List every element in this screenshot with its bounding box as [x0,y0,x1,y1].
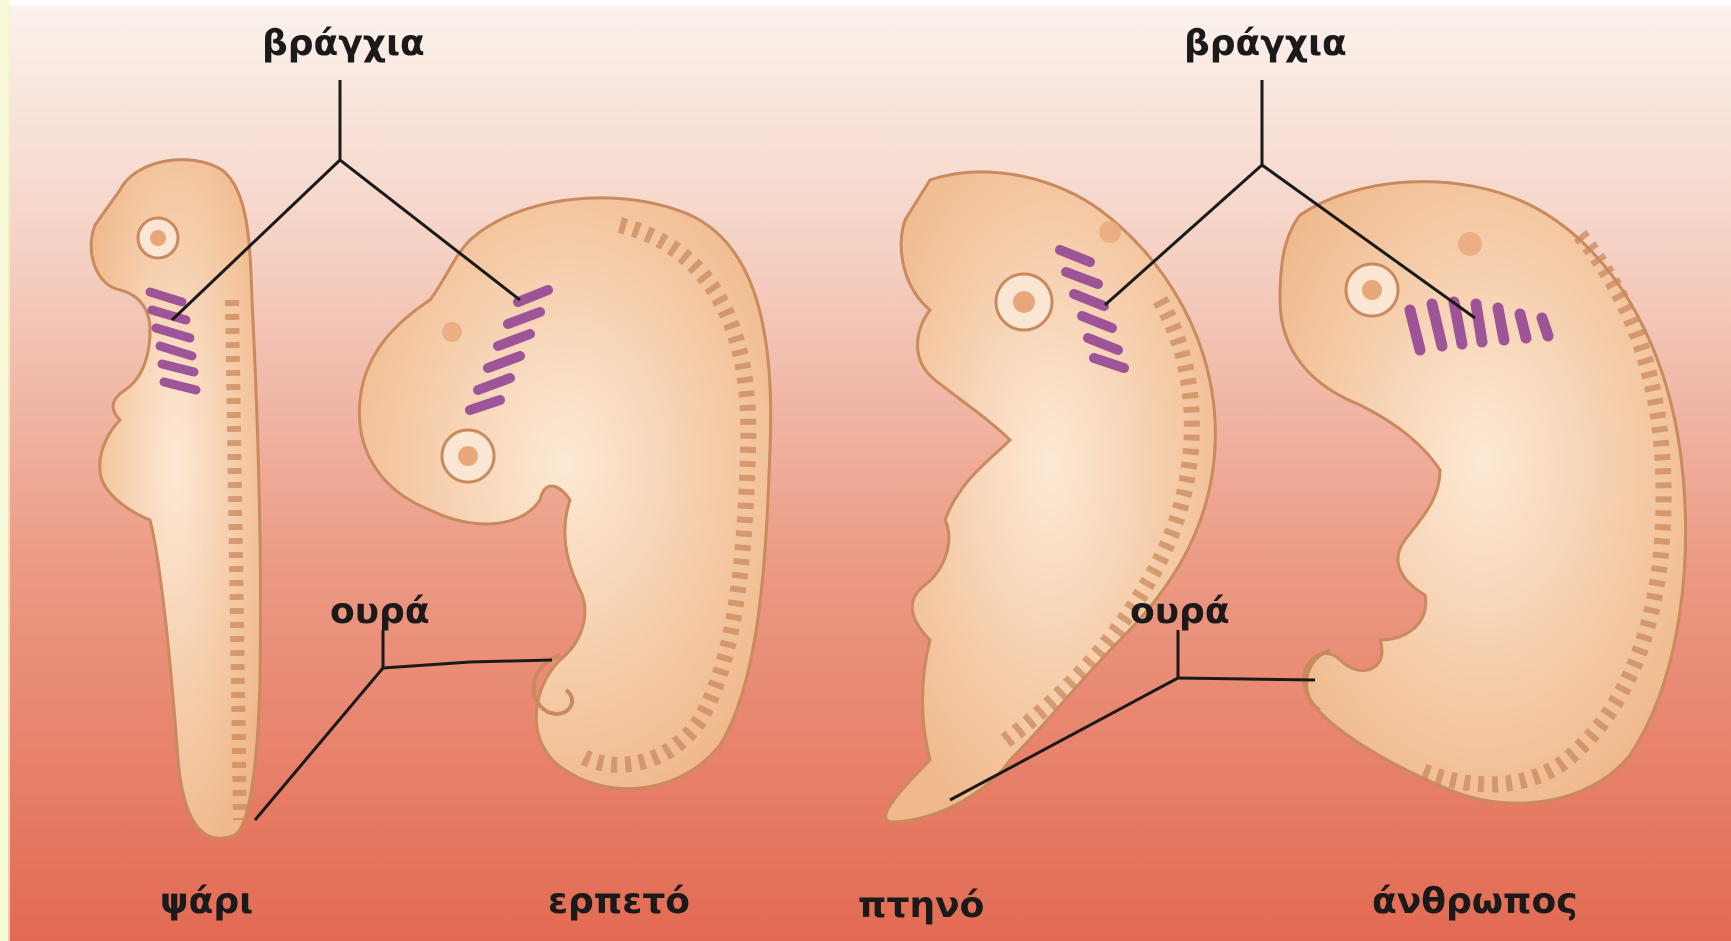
label-gills-left: βράγχια [262,26,425,62]
label-reptile: ερπετό [548,884,690,920]
tail-right-to-human [1178,678,1315,680]
left-edge-strip [0,0,10,941]
label-gills-right: βράγχια [1184,26,1347,62]
label-fish: ψάρι [160,884,253,920]
label-bird: πτηνό [858,888,984,924]
label-human: άνθρωπος [1372,884,1578,920]
label-tail-right: ουρά [1130,594,1230,630]
label-tail-left: ουρά [330,594,430,630]
